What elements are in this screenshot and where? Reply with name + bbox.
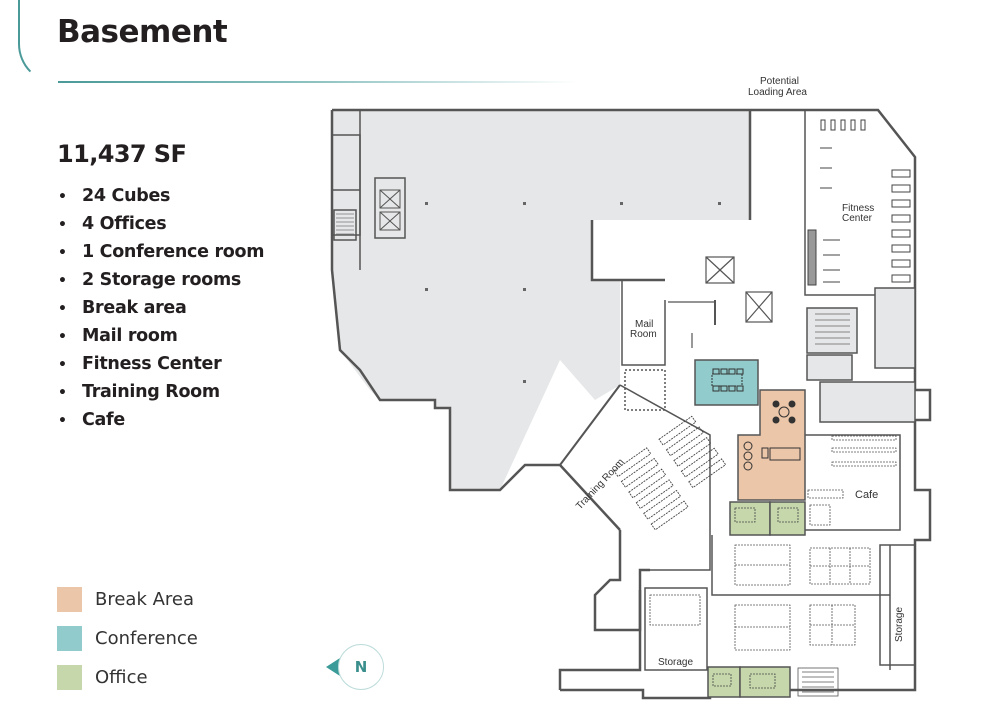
storage-left-label: Storage: [658, 657, 693, 668]
break-area: [737, 389, 806, 501]
stair-lines: [336, 213, 354, 235]
legend-item-conference: Conference: [57, 619, 198, 658]
office-room-4: [739, 666, 791, 698]
header-frame: [18, 0, 580, 84]
storage-left-shelves: [649, 594, 701, 626]
cube-workstations: [734, 544, 871, 651]
feature-item: •Training Room: [58, 382, 220, 402]
compass-circle: N: [338, 644, 384, 690]
page-title: Basement: [57, 14, 228, 50]
feature-item: •Cafe: [58, 410, 125, 430]
loading-area-label-2: Loading Area: [748, 87, 807, 98]
header-underline: [58, 81, 578, 83]
conference-swatch: [57, 626, 82, 651]
legend: Break Area Conference Office: [57, 580, 198, 697]
office-room-2: [769, 501, 806, 536]
open-area: [332, 110, 750, 490]
north-compass: N: [326, 644, 386, 692]
legend-item-office: Office: [57, 658, 198, 697]
office-furniture: [712, 507, 799, 689]
feature-item: •1 Conference room: [58, 242, 265, 262]
loading-area-label: Potential: [760, 76, 799, 87]
floor-plan: Mail Room Fitness Center Potential Loadi…: [330, 76, 932, 700]
elevator-icons: [379, 189, 401, 231]
square-footage: 11,437 SF: [57, 140, 187, 168]
cafe-label: Cafe: [855, 489, 878, 501]
office-swatch: [57, 665, 82, 690]
open-area-notch: [620, 280, 665, 300]
feature-item: •24 Cubes: [58, 186, 171, 206]
training-room: [619, 384, 711, 571]
storage-right-label: Storage: [894, 607, 905, 642]
compass-arrow-icon: [326, 658, 340, 676]
feature-item: •4 Offices: [58, 214, 167, 234]
mail-room: [621, 280, 666, 411]
feature-list: •24 Cubes •4 Offices •1 Conference room …: [58, 183, 264, 435]
storage-right: [879, 544, 916, 666]
feature-item: •Break area: [58, 298, 187, 318]
fitness-label: Fitness: [842, 203, 874, 214]
cafe-tables: [807, 435, 897, 526]
conference-table: [711, 368, 744, 392]
office-room-1: [729, 501, 771, 536]
storage-left: [644, 587, 708, 671]
break-area-swatch: [57, 587, 82, 612]
columns: [425, 202, 721, 383]
central-elevators: [668, 256, 773, 348]
break-area-furniture: [743, 400, 801, 471]
training-room-label: Training Room: [574, 457, 627, 512]
fitness-center: [804, 110, 890, 296]
bottom-stairs: [797, 667, 839, 697]
left-core: [331, 110, 406, 270]
fitness-equipment: [807, 119, 911, 286]
feature-item: •2 Storage rooms: [58, 270, 242, 290]
feature-item: •Mail room: [58, 326, 178, 346]
conference-room: [694, 359, 759, 406]
legend-item-break-area: Break Area: [57, 580, 198, 619]
training-desks: [613, 415, 727, 531]
right-core: [806, 287, 916, 423]
fitness-label-2: Center: [842, 213, 873, 224]
cafe: [805, 434, 901, 531]
feature-item: •Fitness Center: [58, 354, 222, 374]
mail-room-label-2: Room: [630, 329, 657, 340]
mail-room-label: Mail: [635, 319, 653, 330]
core-stairs: [815, 313, 850, 345]
cubes-area: [711, 535, 891, 670]
